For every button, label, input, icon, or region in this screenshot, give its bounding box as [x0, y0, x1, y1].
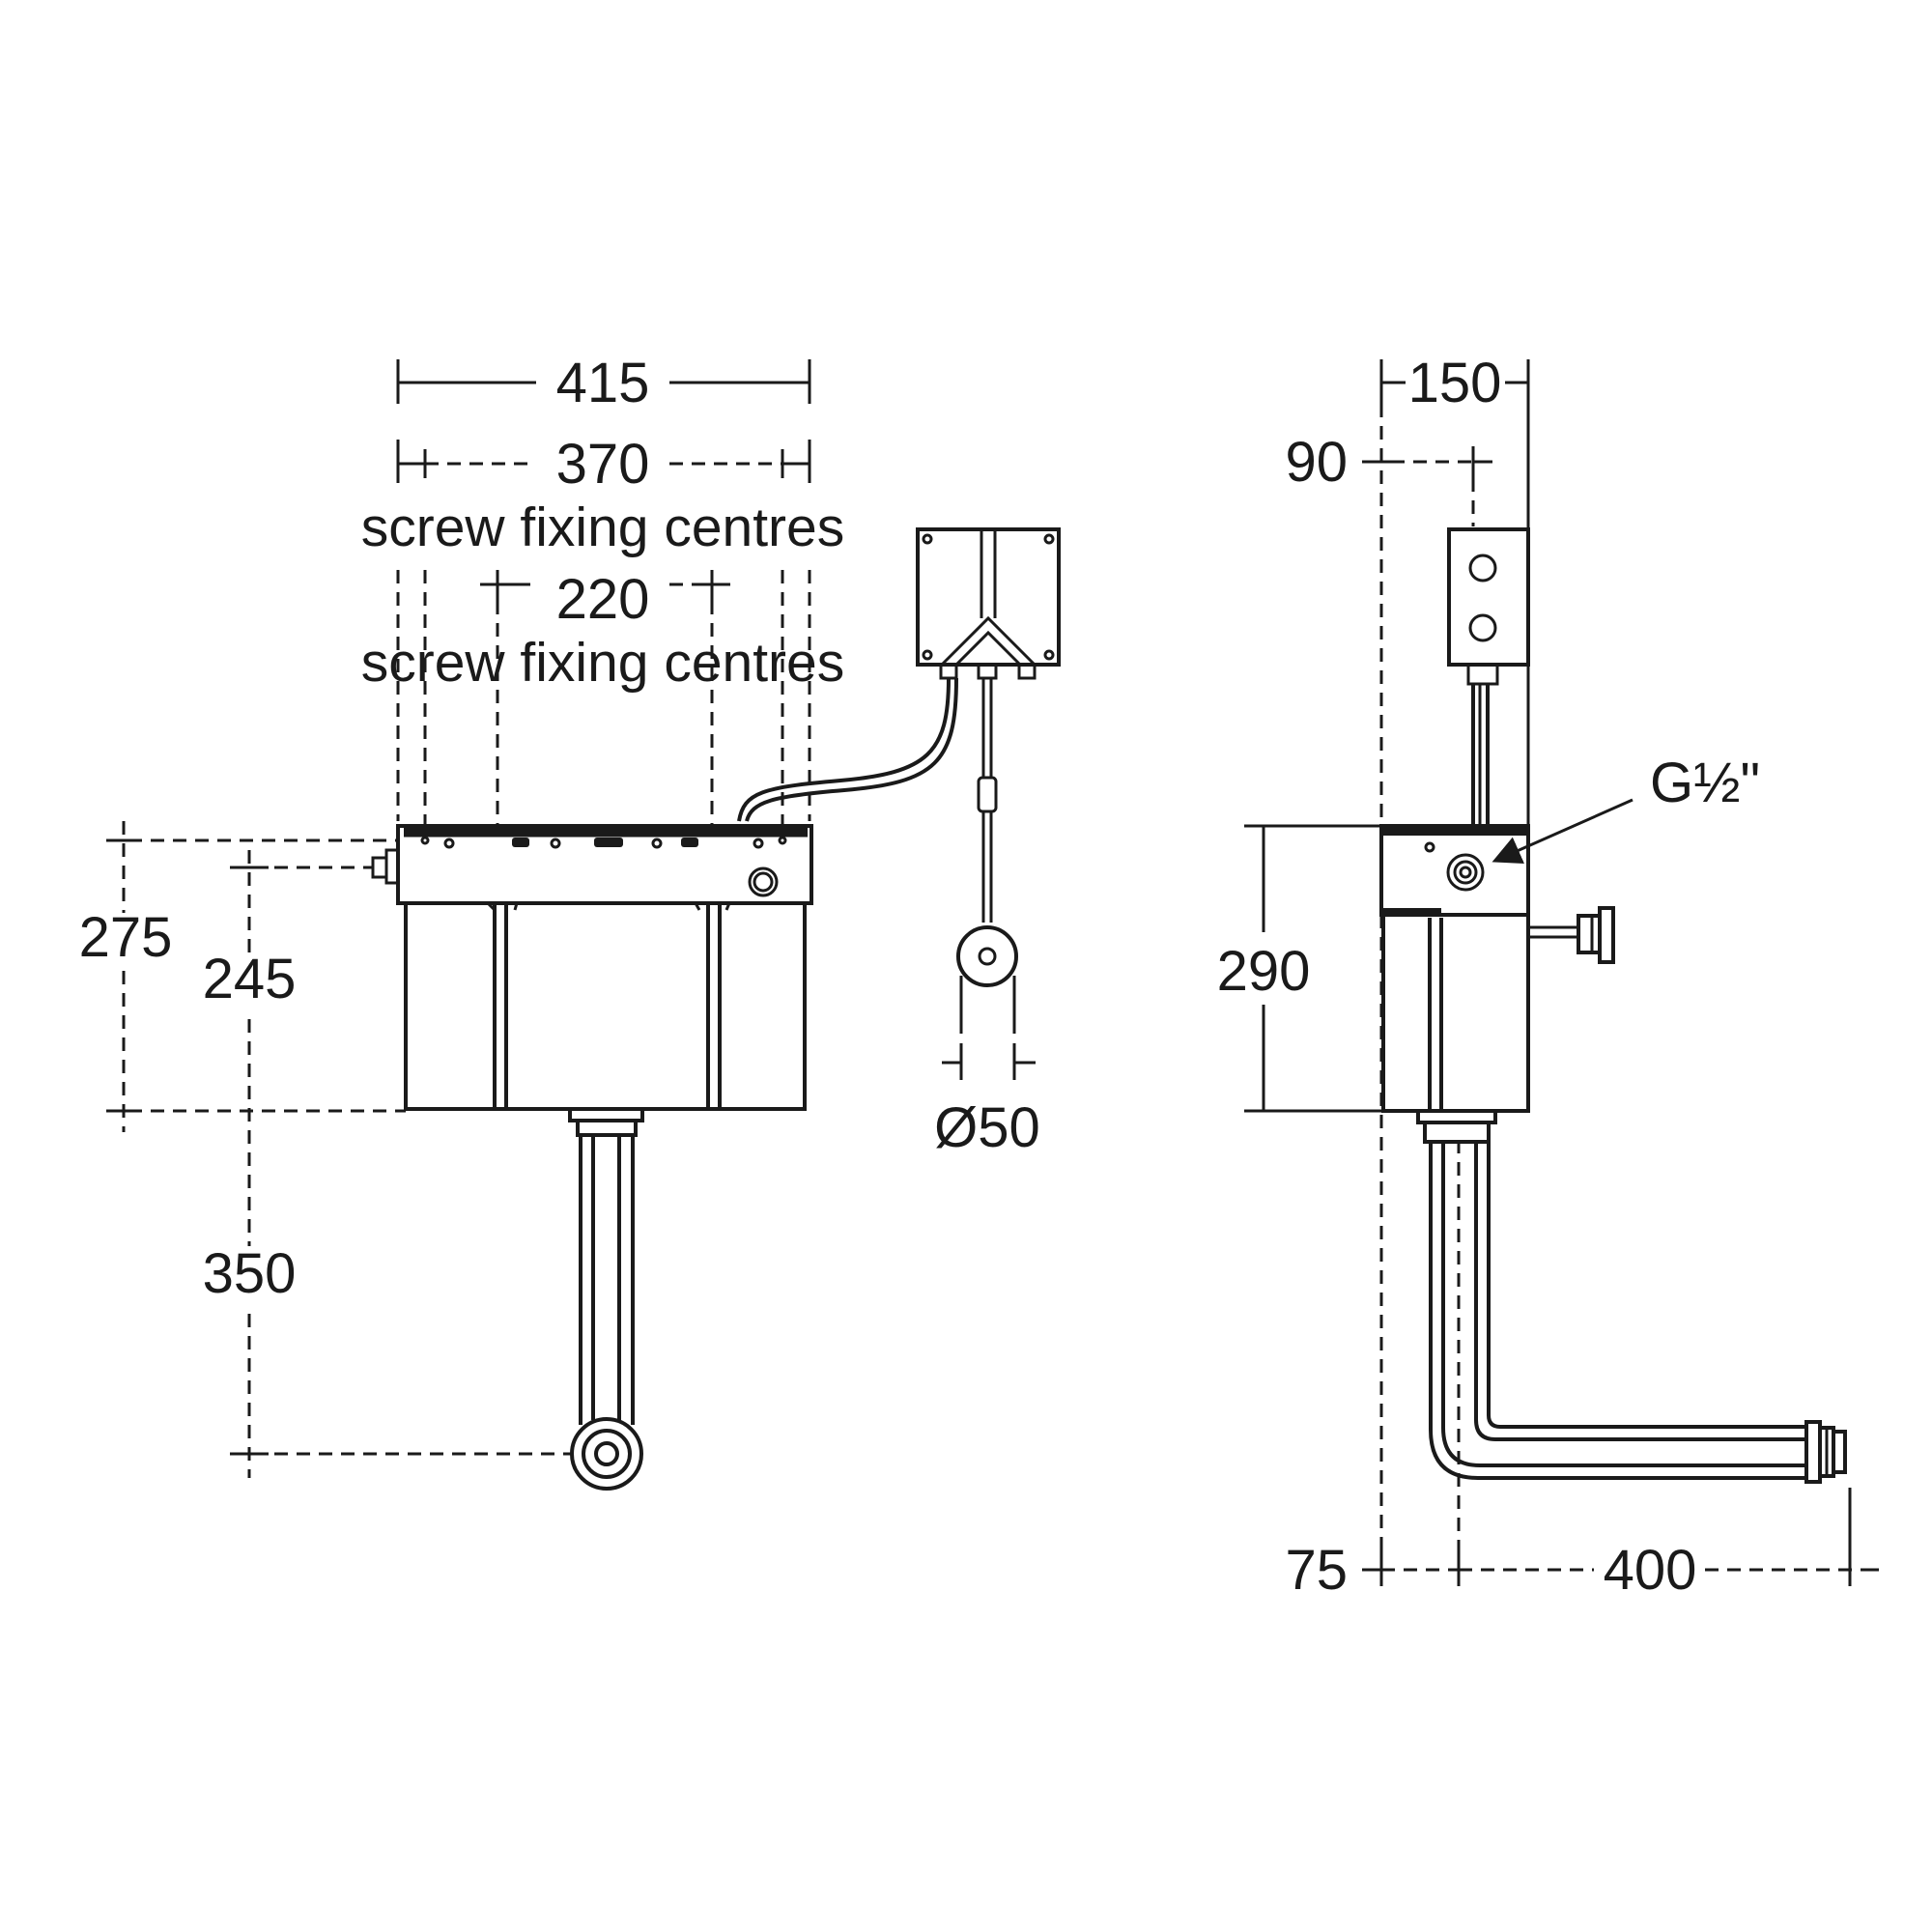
control-box-side [1447, 527, 1530, 826]
pipe-offset-label: 75 [1285, 1539, 1348, 1602]
height-overall-label: 275 [79, 906, 173, 969]
front-view: 415 370 screw fixing centres 220 screw f… [79, 352, 1061, 1491]
overall-width-label: 415 [556, 352, 650, 414]
dim-height-inlet: 245 [203, 850, 373, 1246]
side-view: 150 90 [1217, 352, 1879, 1602]
depth-label: 150 [1408, 352, 1502, 414]
dim-sensor-diameter: Ø50 [934, 976, 1040, 1159]
screw-centres-inner-label: 220 [556, 568, 650, 631]
cistern-height-label: 290 [1217, 940, 1311, 1003]
control-box [737, 527, 1061, 987]
inlet-thread-label: G½" [1650, 752, 1760, 814]
pipe-projection-label: 400 [1604, 1539, 1697, 1602]
dim-pipe-offset: 75 [1285, 1140, 1461, 1602]
dim-pipe-projection: 400 [1459, 1488, 1879, 1602]
dim-cistern-height: 290 [1217, 824, 1381, 1113]
dim-screw-centres-inner: 220 screw fixing centres [361, 568, 845, 694]
cistern-side [1379, 824, 1615, 1144]
dim-screw-centres-outer: 370 screw fixing centres [361, 433, 845, 558]
dim-height-overall: 275 [79, 821, 406, 1132]
sensor-diameter-label: Ø50 [934, 1096, 1040, 1159]
cistern-front [371, 824, 813, 1491]
inlet-thread-callout: G½" [1492, 752, 1760, 864]
screw-centres-outer-note: screw fixing centres [361, 497, 845, 558]
flush-pipe-side [1429, 1142, 1847, 1484]
height-inlet-label: 245 [203, 948, 297, 1010]
dim-box-offset: 90 [1285, 431, 1492, 494]
dim-overall-width: 415 [396, 352, 811, 414]
dim-flush-pipe-drop: 350 [203, 1242, 572, 1478]
screw-centres-inner-note: screw fixing centres [361, 632, 845, 694]
screw-centres-outer-label: 370 [556, 433, 650, 496]
dim-depth: 150 [1379, 352, 1530, 414]
flush-pipe-drop-label: 350 [203, 1242, 297, 1305]
extension-lines [396, 570, 811, 840]
box-offset-label: 90 [1285, 431, 1348, 494]
